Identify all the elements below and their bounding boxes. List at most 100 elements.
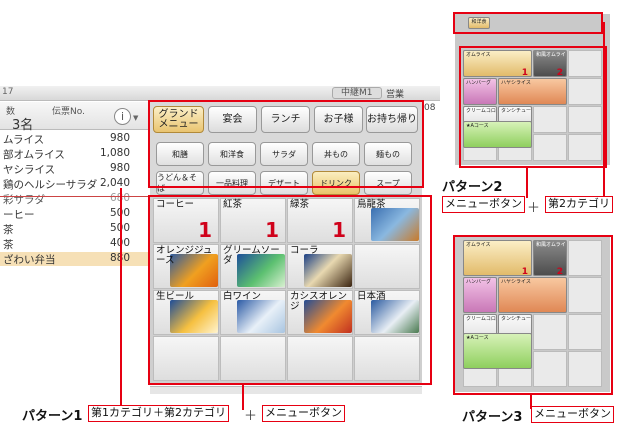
terminal-badge: 中継M1: [332, 87, 382, 99]
second-category-button[interactable]: サラダ: [260, 142, 308, 166]
order-row-name: 茶: [3, 224, 14, 236]
pattern2-menu-button[interactable]: オムライス 1: [463, 50, 532, 77]
order-row-name: 鶏のヘルシーサラダ: [3, 179, 98, 191]
menu-button[interactable]: オレンジジュース: [153, 244, 219, 289]
first-category-label: お持ち帰り: [367, 113, 417, 125]
second-category-button[interactable]: うどん＆そば: [156, 171, 204, 195]
preview-button-qty: 1: [521, 68, 528, 77]
menu-button-label: 烏龍茶: [357, 199, 386, 210]
info-icon[interactable]: i: [114, 108, 131, 125]
second-category-button[interactable]: 麺もの: [364, 142, 412, 166]
second-category-button[interactable]: 和洋食: [208, 142, 256, 166]
preview-empty-cell: [568, 50, 602, 77]
pattern2-menu-button[interactable]: ハヤシライス: [498, 78, 567, 105]
pattern3-menu-button[interactable]: 和風オムライス2: [533, 240, 567, 276]
order-row-price: 500: [110, 207, 130, 219]
first-category-button[interactable]: ランチ: [261, 106, 310, 133]
pattern3-menu-button[interactable]: ハンバーグ: [463, 277, 497, 313]
pattern3-menu-frame: [453, 235, 613, 395]
slip-no-label: 伝票No.: [52, 107, 85, 117]
empty-menu-cell[interactable]: [287, 336, 353, 381]
order-row[interactable]: ーヒー500: [0, 207, 150, 221]
order-row-price: 680: [110, 192, 130, 204]
empty-menu-cell[interactable]: [153, 336, 219, 381]
pattern2-category-button[interactable]: 和洋食: [468, 17, 490, 29]
preview-empty-cell: [568, 106, 602, 133]
preview-empty-cell: [568, 134, 602, 161]
order-row[interactable]: 彩サラダ 680: [0, 192, 150, 206]
second-category-label: うどん＆そば: [157, 173, 197, 193]
pattern2-menu-button[interactable]: ハンバーグ: [463, 78, 497, 105]
order-row-price: 2,040: [99, 177, 130, 189]
preview-button-label: ハンバーグ: [466, 80, 492, 86]
oolong-tea-photo: [371, 208, 419, 241]
cassis-orange-photo: [304, 300, 352, 333]
first-category-button[interactable]: 宴会: [208, 106, 257, 133]
empty-menu-cell[interactable]: [220, 336, 286, 381]
menu-button-label: オレンジジュース: [156, 245, 213, 266]
preview-empty-cell: [533, 351, 567, 387]
menu-button[interactable]: グリームソーダ: [220, 244, 286, 289]
second-category-button[interactable]: 丼もの: [312, 142, 360, 166]
preview-empty-cell: [568, 78, 602, 105]
menu-button-label: 緑茶: [290, 199, 310, 210]
second-category-button[interactable]: 一品料理: [208, 171, 256, 195]
order-row[interactable]: 茶400: [0, 237, 150, 251]
preview-button-label: ★Aコース: [466, 335, 489, 341]
menu-button-label: 生ビール: [156, 291, 195, 302]
pattern2-menu-button[interactable]: 和風オムライス2: [533, 50, 567, 77]
menu-button[interactable]: 生ビール: [153, 290, 219, 335]
pattern2-connector-b: [603, 22, 605, 198]
cream-soda-photo: [237, 254, 285, 287]
preview-button-label: オムライス: [466, 52, 491, 58]
second-category-button[interactable]: デザート: [260, 171, 308, 195]
order-row[interactable]: 茶 500: [0, 222, 150, 236]
menu-button-label: カシスオレンジ: [290, 291, 348, 312]
first-category-label: グランドメニュー: [158, 108, 199, 130]
order-row-name: 彩サラダ: [3, 194, 45, 206]
first-category-button[interactable]: お子様: [314, 106, 363, 133]
order-row-price: 980: [109, 162, 130, 174]
menu-button[interactable]: 緑茶 1: [287, 198, 353, 243]
menu-button[interactable]: カシスオレンジ: [287, 290, 353, 335]
preview-button-label: クリームコロッケ: [466, 316, 496, 322]
order-list-panel: [0, 102, 150, 394]
preview-empty-cell: [568, 277, 602, 313]
pattern3-menu-button[interactable]: ★Aコース: [463, 333, 532, 369]
pattern3-connector: [530, 395, 532, 409]
chevron-down-icon[interactable]: ▼: [133, 114, 139, 122]
second-category-label: 丼もの: [324, 149, 348, 159]
empty-menu-cell[interactable]: [354, 336, 420, 381]
pattern2-menu-button[interactable]: ★Aコース: [463, 120, 532, 148]
second-category-label: 麺もの: [376, 149, 400, 159]
menu-button-label: コーヒー: [156, 199, 195, 210]
menu-button[interactable]: 日本酒: [354, 290, 420, 335]
order-row[interactable]: ざわい弁当880: [0, 252, 150, 266]
first-category-button[interactable]: お持ち帰り: [366, 106, 418, 133]
first-category-button[interactable]: グランドメニュー: [153, 106, 204, 133]
order-row-price: 500: [110, 222, 130, 234]
pattern2-connector-a: [526, 168, 528, 198]
empty-menu-cell[interactable]: [354, 244, 420, 289]
menu-button-qty: 1: [332, 218, 346, 242]
menu-button[interactable]: 白ワイン: [220, 290, 286, 335]
menu-button[interactable]: 烏龍茶: [354, 198, 420, 243]
draft-beer-photo: [170, 300, 218, 333]
menu-button[interactable]: コーラ: [287, 244, 353, 289]
preview-empty-cell: [533, 314, 567, 350]
second-category-button[interactable]: 和膳: [156, 142, 204, 166]
strike-line: [0, 196, 150, 197]
second-category-label: デザート: [268, 178, 300, 188]
second-category-button[interactable]: スープ: [364, 171, 412, 195]
second-category-button[interactable]: ドリンク: [312, 171, 360, 195]
pattern2-menu-frame: [459, 46, 607, 168]
pattern3-menu-button[interactable]: ハヤシライス: [498, 277, 567, 313]
preview-empty-cell: [533, 106, 567, 133]
